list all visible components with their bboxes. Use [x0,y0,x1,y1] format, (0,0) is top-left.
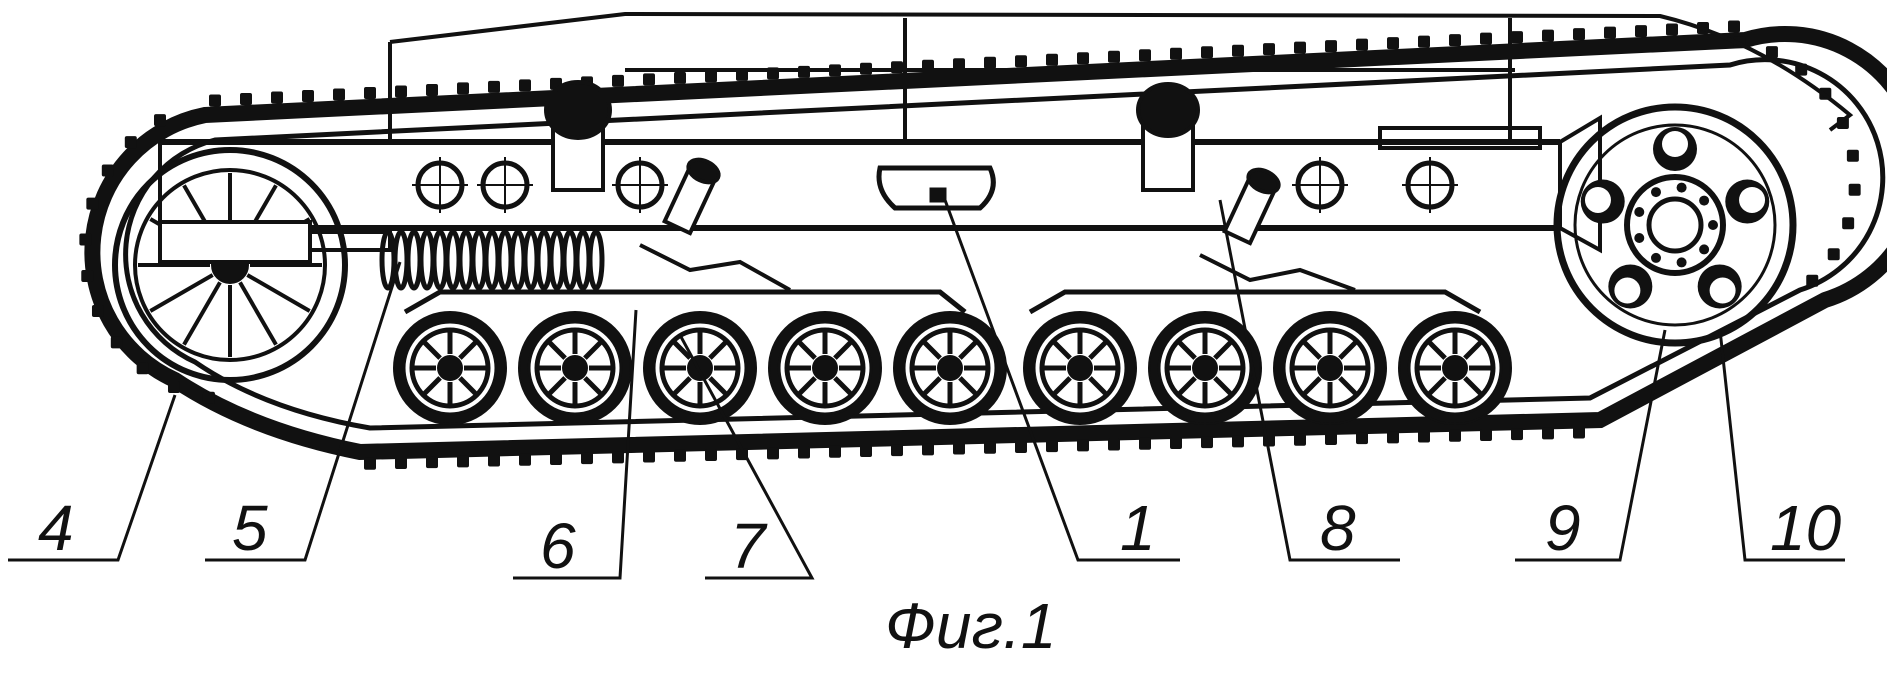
road-wheel [1273,311,1387,425]
callout-4: 4 [38,492,74,564]
frame-holes [412,157,1458,213]
central-box [876,165,996,211]
road-wheel [518,311,632,425]
road-wheel [643,311,757,425]
callout-1: 1 [1120,492,1156,564]
callout-10: 10 [1770,492,1842,564]
bogie-beams [403,289,1482,315]
callout-9: 9 [1545,492,1581,564]
idler-wheel [112,147,348,383]
spring [379,229,605,291]
drive-sprocket [1553,103,1797,347]
suspension-posts [544,80,1200,192]
road-wheels [393,311,1512,425]
callout-8: 8 [1320,492,1356,564]
leader-lines [8,199,1845,580]
road-wheel [1148,311,1262,425]
shock-absorbers [639,157,1356,292]
road-wheel [1023,311,1137,425]
road-wheel [393,311,507,425]
road-wheel [768,311,882,425]
callout-6: 6 [540,510,576,582]
callout-5: 5 [232,492,268,564]
road-wheel [1398,311,1512,425]
figure-caption: Фиг.1 [885,590,1056,662]
road-wheel [893,311,1007,425]
callout-7: 7 [730,510,768,582]
